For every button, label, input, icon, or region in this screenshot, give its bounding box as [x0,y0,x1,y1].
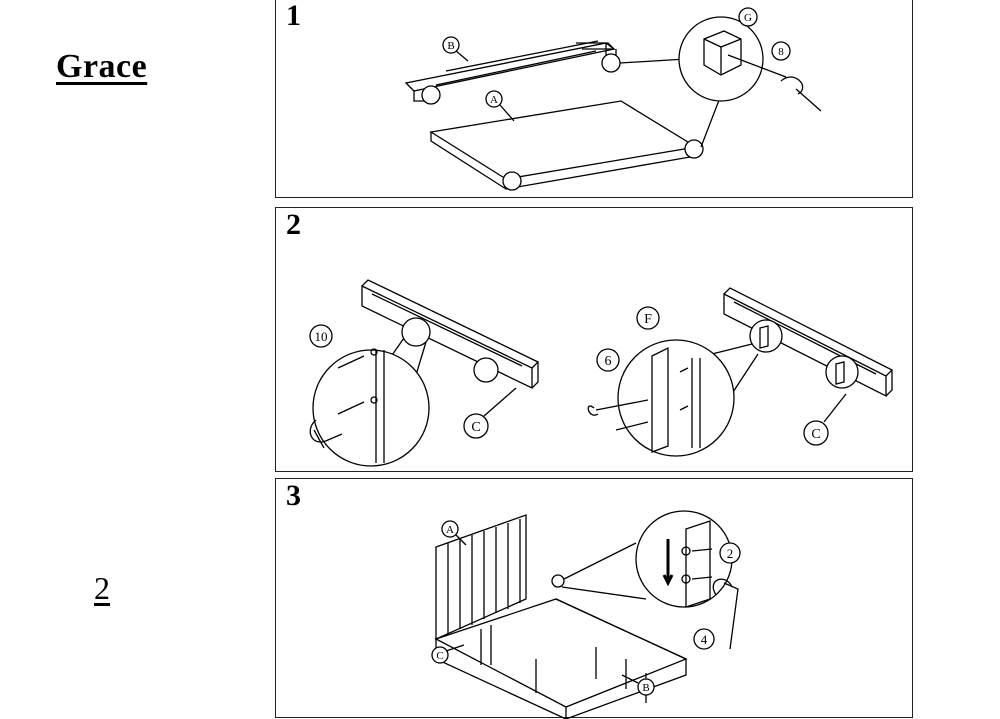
step-2-panel: 2 10 C [275,207,913,472]
label-part-2: 2 [727,546,734,561]
zoom-callout-dowel [312,349,430,467]
bed-base [434,598,688,719]
label-part-10: 10 [315,329,328,344]
panel-a [429,100,698,190]
step-3-panel: 3 2 [275,478,913,719]
corner-detail-a [502,171,522,191]
step-number: 2 [286,208,301,241]
label-c-left: C [471,420,480,435]
label-part-8: 8 [778,46,784,58]
label-a: A [490,94,498,106]
step-1-panel: 1 G [275,0,913,198]
rail-right [723,287,894,398]
allen-key [712,578,739,650]
headboard [435,514,527,641]
label-b: B [447,40,454,52]
brand-title: Grace [56,48,148,85]
page-number: 2 [94,570,110,606]
label-part-6: 6 [605,354,612,369]
step-3-illustration: 2 4 A C B [431,510,741,719]
zoom-callout-bracket [635,510,733,608]
label-c-right: C [811,427,820,442]
step-2-illustration: 10 C F 6 C [309,279,894,467]
label-a: A [446,524,454,536]
step-1-illustration: G 8 B A [404,7,822,191]
zoom-callout-bracket [617,339,735,457]
label-part-4: 4 [701,632,708,647]
label-c: C [436,650,443,662]
corner-detail-right [601,53,621,73]
step-number: 1 [286,0,301,32]
label-b: B [642,682,649,694]
step-number: 3 [286,479,301,512]
label-f: F [644,312,652,327]
corner-detail-left [421,85,441,105]
label-g: G [744,12,752,24]
corner-detail-b [684,139,704,159]
